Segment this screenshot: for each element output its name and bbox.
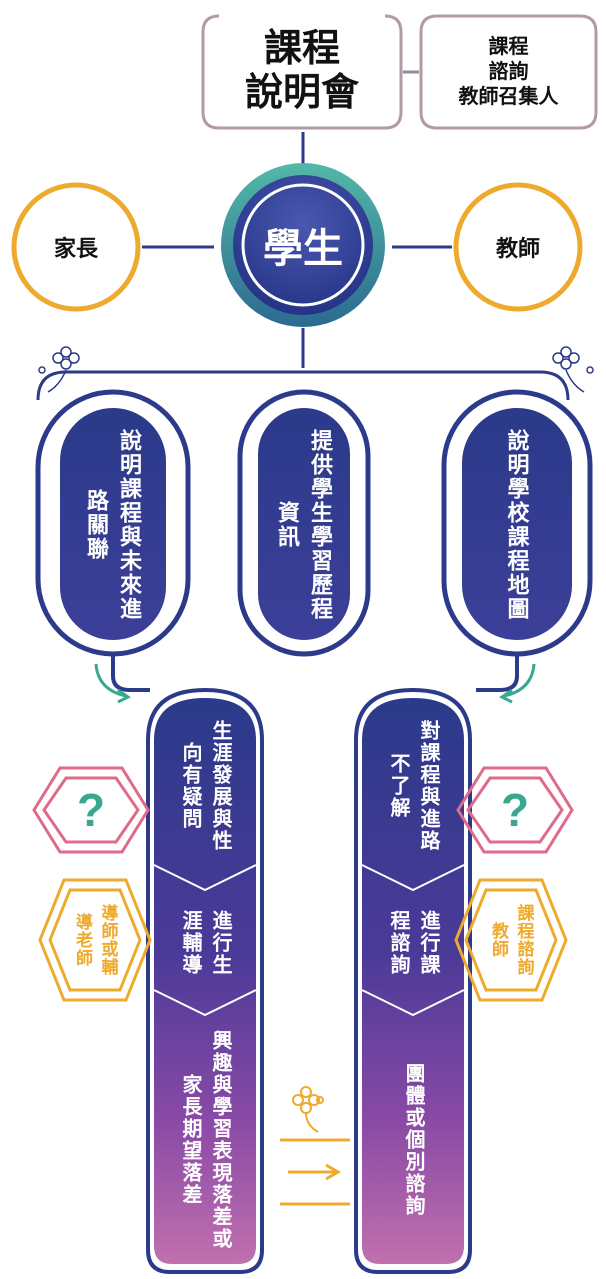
left-step1: 生涯發展與性向有疑問 (179, 720, 231, 852)
flower-ornament-right (552, 346, 594, 393)
right-column (354, 687, 472, 1274)
right-step2: 進行課程諮詢 (387, 910, 439, 976)
role-hexagon-right (454, 878, 568, 1002)
convener-box (419, 14, 598, 130)
parents-circle (11, 182, 141, 312)
question-hexagon-left (32, 766, 150, 854)
question-mark-right: ? (500, 784, 530, 836)
pill-right-text: 說明學校課程地圖 (504, 429, 530, 621)
teacher-circle (453, 182, 583, 312)
teacher-label: 教師 (495, 236, 540, 261)
role-right-label: 課程諮詢教師 (489, 904, 534, 976)
arrow-right (503, 663, 536, 698)
left-column (146, 687, 264, 1274)
student-label: 學生 (263, 227, 343, 271)
role-left-label: 導師或輔導老師 (73, 904, 118, 976)
question-hexagon-right (456, 766, 574, 854)
briefing-box (201, 14, 403, 130)
left-step2: 進行生涯輔導 (179, 910, 231, 976)
briefing-label: 課程 說明會 (244, 28, 359, 114)
convener-label: 課程 諮詢 教師召集人 (458, 35, 559, 108)
left-step3: 興趣與學習表現落差或家長期望落差 (179, 1030, 231, 1250)
pill-center-text: 提供學生學習歷程資訊 (275, 429, 333, 621)
arrow-left (94, 663, 127, 698)
sprout-ornament (292, 1086, 324, 1133)
question-mark-left: ? (76, 784, 106, 836)
parents-label: 家長 (53, 236, 98, 261)
flower-ornament-left (38, 346, 80, 393)
pill-center (237, 389, 371, 657)
role-hexagon-left (38, 878, 152, 1002)
right-step3: 團體或個別諮詢 (402, 1063, 424, 1217)
arrow-right-icon (325, 1163, 341, 1181)
right-step1: 對課程與進路不了解 (387, 720, 439, 852)
pill-left-text: 說明課程與未來進路關聯 (84, 429, 142, 621)
